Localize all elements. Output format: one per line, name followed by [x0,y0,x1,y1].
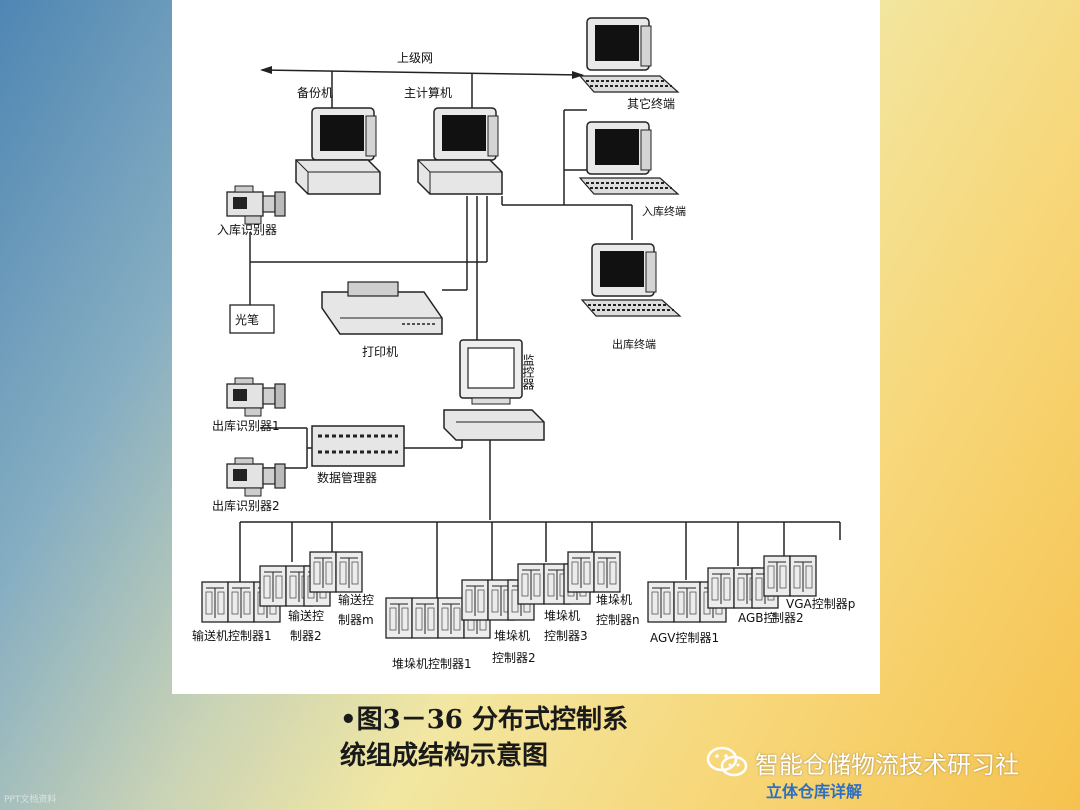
out-recognizer-2-label: 出库识别器2 [212,498,280,513]
agb-controller-2: AGB控 制器2 [707,567,804,625]
stacker-controller-3: 堆垛机 控制器3 [517,563,591,643]
light-pen-label: 光笔 [235,312,259,327]
other-terminal: 其它终端 [579,17,679,111]
backup-label: 备份机 [297,86,333,100]
corner-text: PPT文档资料 [4,795,57,805]
other-terminal-label: 其它终端 [627,96,675,111]
conveyor-controller-m-label-1: 输送控 [338,592,374,607]
distributed-control-diagram: 上级网 备份机 主计算机 其它终端 入库终端 出库终端 入库识别器 光笔 [192,17,855,671]
in-recognizer: 入库识别器 [217,185,286,237]
out-terminal: 出库终端 [581,243,681,351]
out-recognizer-1: 出库识别器1 [212,377,286,433]
conveyor-controller-m: 输送控 制器m [309,551,374,627]
wechat-icon [706,746,748,777]
out-terminal-label: 出库终端 [612,337,656,351]
vga-controller-p-label: VGA控制器p [786,597,855,611]
light-pen: 光笔 [229,304,275,334]
watermark-subtitle: 立体仓库详解 [766,782,863,801]
agb-controller-2-label-2: 制器2 [772,611,804,625]
caption-line-2: 统组成结构示意图 [340,741,549,771]
conveyor-controller-1-label: 输送机控制器1 [192,628,272,643]
diagram-panel: 上级网 备份机 主计算机 其它终端 入库终端 出库终端 入库识别器 光笔 [172,0,880,694]
stacker-controller-1: 堆垛机控制器1 [385,597,491,671]
upper-net-label: 上级网 [397,51,433,65]
conveyor-controller-1: 输送机控制器1 [192,581,281,643]
out-recognizer-2: 出库识别器2 [212,457,286,513]
out-recognizer-1-label: 出库识别器1 [212,418,280,433]
monitor-controller: 监控器 [443,339,545,441]
conveyor-controller-2-label-1: 输送控 [288,608,324,623]
data-manager-label: 数据管理器 [317,470,377,485]
stacker-controller-3-label-1: 堆垛机 [544,608,580,623]
agv-controller-1: AGV控制器1 [647,581,727,645]
printer-label: 打印机 [362,345,398,359]
in-terminal: 入库终端 [579,121,686,218]
stacker-controller-2-label-1: 堆垛机 [494,628,530,643]
vga-controller-p: VGA控制器p [763,555,855,611]
stacker-controller-2: 堆垛机 控制器2 [461,579,536,665]
figure-caption: •图3－36 分布式控制系 统组成结构示意图 [340,702,740,774]
data-manager: 数据管理器 [311,425,405,485]
main-computer-label: 主计算机 [404,85,452,100]
stacker-controller-3-label-2: 控制器3 [544,629,588,643]
conveyor-controller-2: 输送控 制器2 [259,565,331,643]
printer: 打印机 [321,281,443,359]
stacker-controller-2-label-2: 控制器2 [492,651,536,665]
monitor-label: 监控器 [521,354,535,391]
in-recognizer-label: 入库识别器 [217,222,277,237]
agb-controller-2-label-1: AGB控 [738,611,776,625]
stacker-controller-n-label-2: 控制器n [596,613,640,627]
backup-computer: 备份机 [295,86,381,195]
in-terminal-label: 入库终端 [642,204,686,218]
conveyor-controller-2-label-2: 制器2 [290,629,322,643]
watermark-text: 智能仓储物流技术研习社 [755,750,1019,779]
agv-controller-1-label: AGV控制器1 [650,631,719,645]
conveyor-controller-m-label-2: 制器m [338,613,374,627]
caption-line-1: •图3－36 分布式控制系 [340,705,628,735]
watermark: 智能仓储物流技术研习社 [705,742,1075,782]
stacker-controller-n: 堆垛机 控制器n [567,551,640,627]
stacker-controller-n-label-1: 堆垛机 [596,592,632,607]
main-computer: 主计算机 [404,85,503,195]
stacker-controller-1-label: 堆垛机控制器1 [392,656,472,671]
